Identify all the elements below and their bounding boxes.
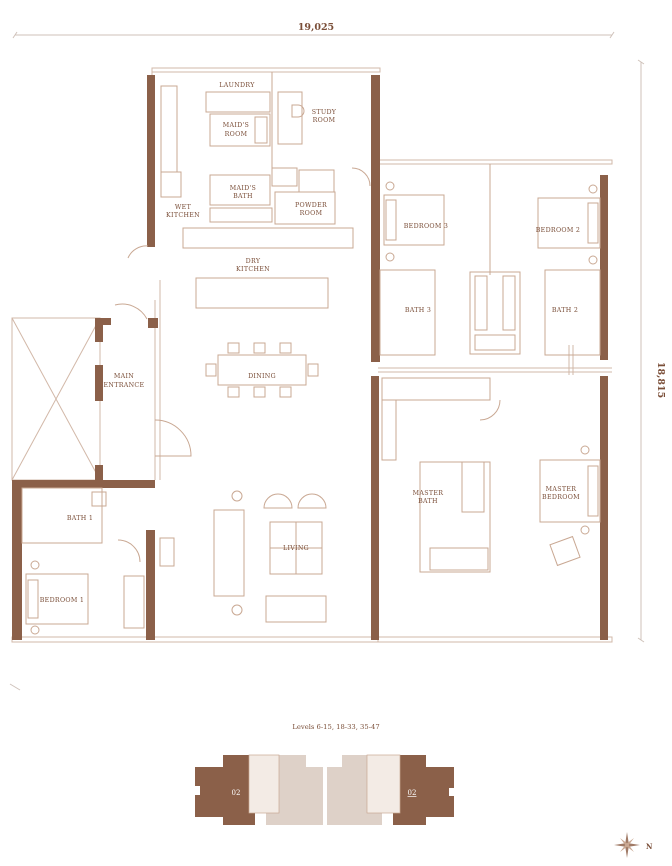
label-maids-bath-1: MAID'S <box>230 185 256 192</box>
label-study-room-2: ROOM <box>313 117 336 124</box>
outlines <box>11 67 613 643</box>
label-bedroom-3: BEDROOM 3 <box>404 223 449 230</box>
label-main-entrance-2: ENTRANCE <box>104 382 145 389</box>
label-laundry: LAUNDRY <box>219 82 255 89</box>
north-label: N <box>646 842 653 851</box>
label-study-room-1: STUDY <box>312 109 337 116</box>
label-maids-room-2: ROOM <box>225 131 248 138</box>
label-living: LIVING <box>283 545 309 552</box>
label-bath-2: BATH 2 <box>552 307 578 314</box>
label-wet-kitchen-1: WET <box>175 204 192 211</box>
label-powder-room-1: POWDER <box>295 202 327 209</box>
interior-fixtures <box>21 72 601 635</box>
room-labels: LAUNDRY MAID'S ROOM STUDY ROOM MAID'S BA… <box>40 82 581 604</box>
label-dry-kitchen-1: DRY <box>246 258 261 265</box>
depth-label: 18,815 <box>655 362 666 398</box>
walls <box>12 75 608 640</box>
key-plan: Levels 6-15, 18-33, 35-47 02 02 <box>195 723 454 825</box>
label-maids-room-1: MAID'S <box>223 122 249 129</box>
width-label: 19,025 <box>298 22 334 33</box>
label-master-bath-2: BATH <box>418 498 438 505</box>
levels-label: Levels 6-15, 18-33, 35-47 <box>292 723 379 731</box>
width-dimension: 19,025 <box>12 22 615 39</box>
label-master-bath-1: MASTER <box>413 490 444 497</box>
label-wet-kitchen-2: KITCHEN <box>166 212 200 219</box>
label-master-bedroom-2: BEDROOM <box>542 494 580 501</box>
key-plan-unit-right: 02 <box>408 789 417 797</box>
label-powder-room-2: ROOM <box>300 210 323 217</box>
label-master-bedroom-1: MASTER <box>546 486 577 493</box>
compass-icon: N <box>614 832 653 858</box>
key-plan-unit-left: 02 <box>232 789 241 797</box>
label-main-entrance-1: MAIN <box>114 373 134 380</box>
label-bedroom-1: BEDROOM 1 <box>40 597 85 604</box>
label-dry-kitchen-2: KITCHEN <box>236 266 270 273</box>
label-bath-1: BATH 1 <box>67 515 93 522</box>
label-bedroom-2: BEDROOM 2 <box>536 227 581 234</box>
depth-dimension: 18,815 <box>9 59 666 691</box>
label-dining: DINING <box>248 373 276 380</box>
label-bath-3: BATH 3 <box>405 307 431 314</box>
label-maids-bath-2: BATH <box>233 193 253 200</box>
